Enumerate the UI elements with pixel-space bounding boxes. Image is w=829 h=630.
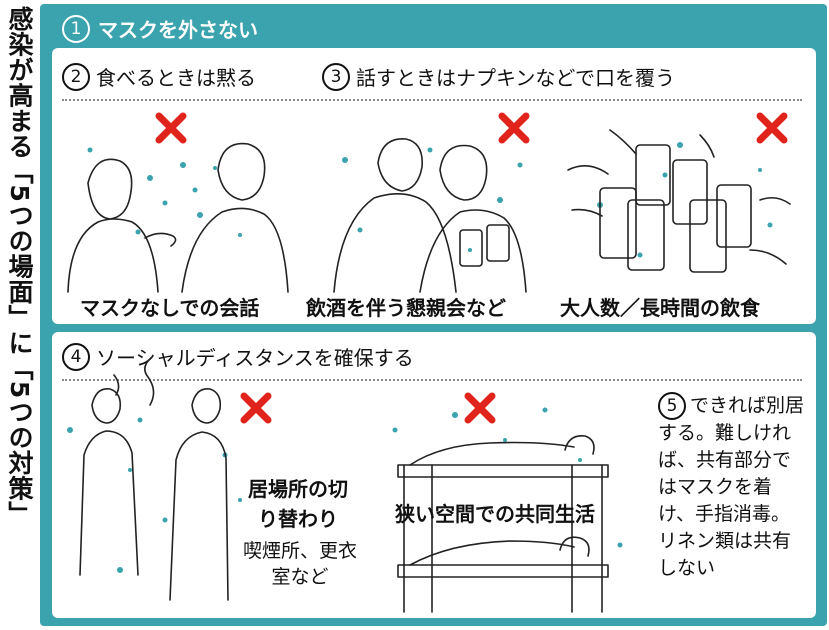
droplet-dots [67,142,773,573]
scene-caption-switch: 居場所の切り替わり [248,477,348,531]
number-circle-5: 5 [658,392,686,420]
rule-distance: 4 ソーシャルディスタンスを確保する [62,342,414,371]
scene-caption-group: 大人数／長時間の飲食 [560,296,760,320]
scene-caption-cramped: 狭い空間での共同生活 [395,502,595,526]
rule-talk: 3 話すときはナプキンなどで口を覆う [322,62,675,91]
side-title: 感染が高まる「5つの場面」に「5つの対策」 [5,6,34,527]
rule-eat: 2 食べるときは黙る [62,62,256,91]
number-circle-1: 1 [62,14,90,43]
scene-caption-talk: マスクなしでの会話 [80,296,260,320]
header-rule-1: 1 マスクを外さない [62,14,258,43]
divider-bottom [62,379,802,381]
divider-top [62,99,802,101]
header-rule-text: マスクを外さない [98,18,258,42]
number-circle-3: 3 [322,62,350,91]
rule-talk-text: 話すときはナプキンなどで口を覆う [356,66,675,90]
top-panel [52,48,816,324]
line-drawings [67,129,791,613]
number-circle-4: 4 [62,342,90,371]
rule-distance-text: ソーシャルディスタンスを確保する [96,346,414,370]
cross-mark-icon [155,112,788,424]
scene-caption-switch-examples: 喫煙所、更衣室など [242,540,357,588]
number-circle-2: 2 [62,62,90,91]
rule-eat-text: 食べるときは黙る [96,66,256,90]
rule-cohabit-text: できれば別居する。難しければ、共有部分ではマスクを着け、手指消毒。リネン類は共有… [658,394,805,580]
scene-caption-drinking: 飲酒を伴う懇親会など [306,296,506,320]
